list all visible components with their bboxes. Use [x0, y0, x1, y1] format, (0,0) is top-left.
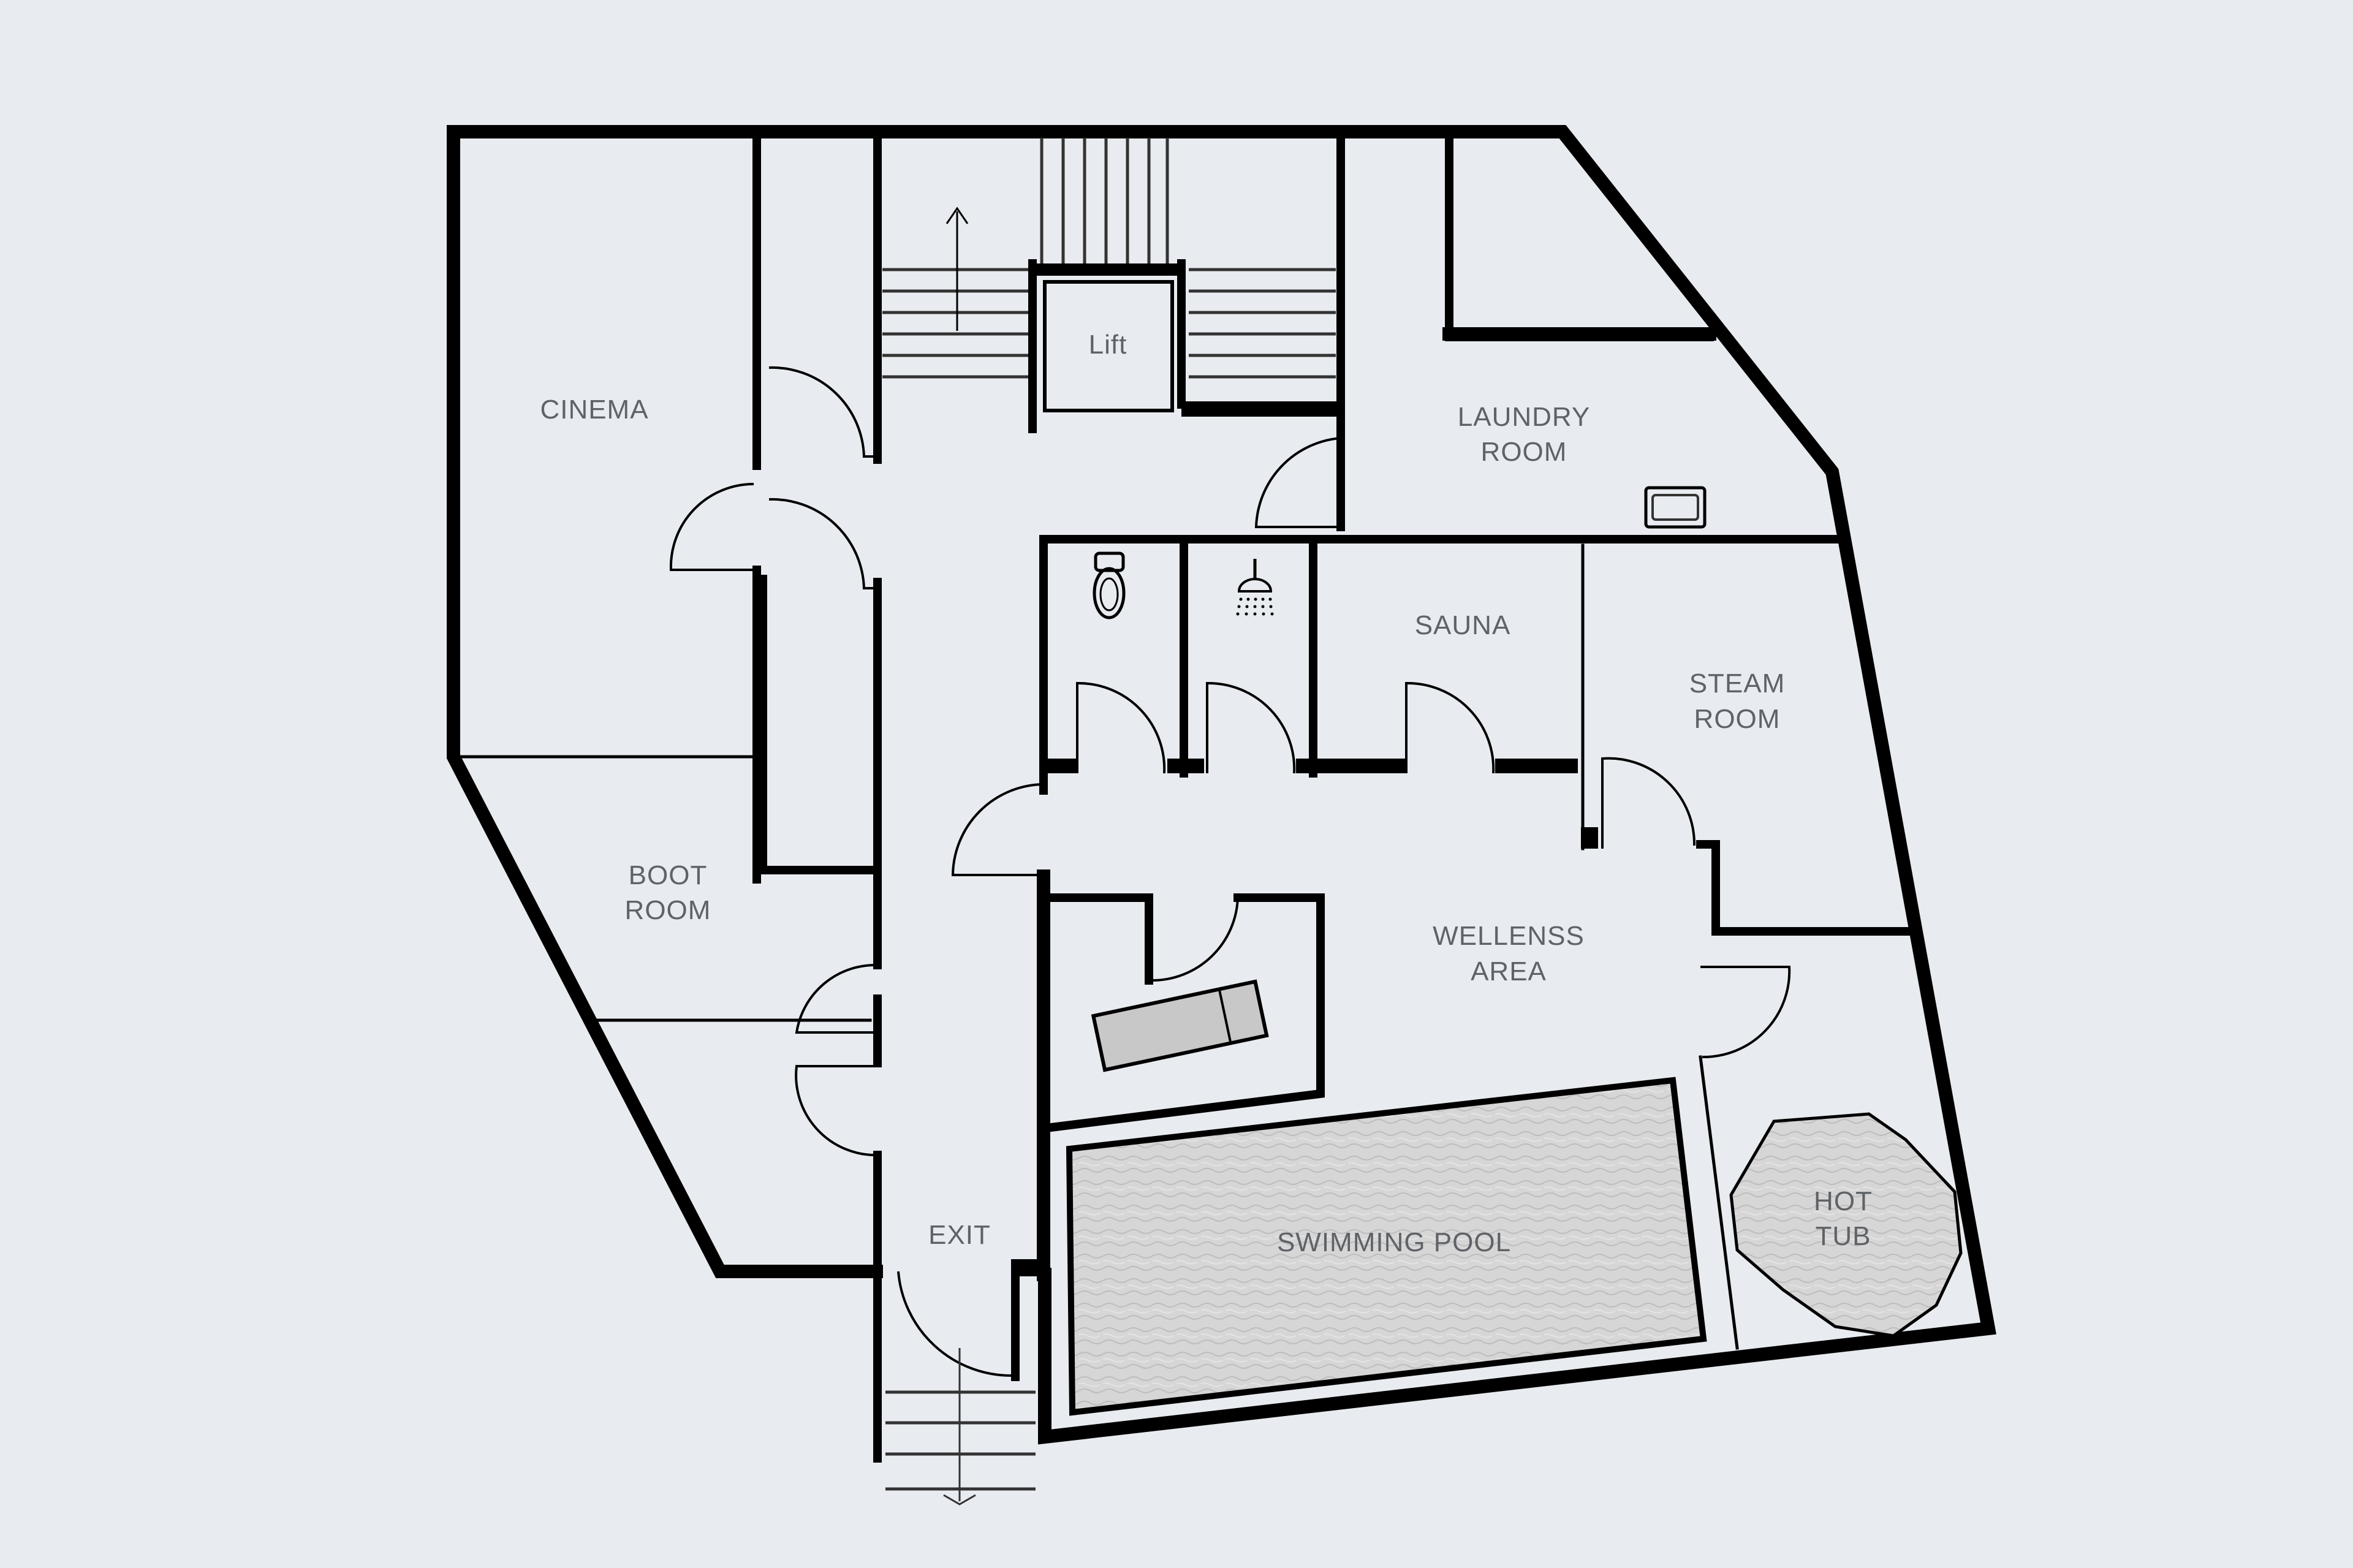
boot-room-door-lower[interactable]	[795, 1065, 878, 1157]
exit-door[interactable]	[897, 1271, 1013, 1377]
stairs-up-arrow-icon	[945, 206, 969, 331]
laundry-room: LAUNDRY ROOM	[1254, 134, 1716, 529]
lift-label: Lift	[1089, 330, 1127, 360]
hot-tub-area: HOT TUB	[1699, 966, 1963, 1350]
swimming-pool: SWIMMING POOL	[1066, 1077, 1707, 1416]
swimming-pool-label: SWIMMING POOL	[1277, 1227, 1511, 1257]
laundry-label-line1: LAUNDRY	[1458, 402, 1590, 432]
boot-room-label-line1: BOOT	[629, 860, 708, 890]
treatment-room-door[interactable]	[1151, 897, 1239, 982]
stairs-down-arrow-icon	[943, 1348, 976, 1506]
washing-machine-icon	[1644, 486, 1707, 529]
boot-room-door-upper[interactable]	[795, 963, 878, 1034]
hot-tub	[1729, 1112, 1963, 1338]
exit-area: EXIT	[885, 1220, 1045, 1506]
hot-tub-door[interactable]	[1700, 966, 1791, 1059]
hall-door-upper[interactable]	[768, 366, 877, 458]
hall-door-lower[interactable]	[768, 498, 877, 589]
shower-icon	[1236, 559, 1274, 616]
boot-room: BOOT ROOM	[596, 860, 882, 1463]
sun-lounger-icon	[1091, 979, 1269, 1072]
boot-room-label-line2: ROOM	[625, 895, 711, 925]
laundry-door[interactable]	[1254, 437, 1345, 528]
wellness-entry-door[interactable]	[951, 783, 1044, 876]
hot-tub-label-line1: HOT	[1814, 1186, 1873, 1216]
steam-room-label-line1: STEAM	[1689, 668, 1786, 699]
cinema-label: CINEMA	[540, 395, 648, 425]
treatment-room	[1037, 869, 1325, 1281]
exit-label: EXIT	[928, 1220, 991, 1250]
lift[interactable]	[1043, 280, 1174, 412]
corridor-walls	[759, 134, 882, 917]
steam-room-label-line2: ROOM	[1694, 704, 1781, 734]
wellness-area-label-line2: AREA	[1471, 956, 1547, 987]
cinema-door[interactable]	[669, 483, 754, 571]
toilet-door[interactable]	[1076, 681, 1166, 774]
sauna-label: SAUNA	[1415, 610, 1511, 640]
laundry-label-line2: ROOM	[1481, 437, 1567, 467]
steam-room-door[interactable]	[1601, 757, 1696, 849]
toilet-icon	[1093, 551, 1126, 619]
shower-door[interactable]	[1206, 681, 1296, 774]
outer-walls	[447, 125, 1996, 1445]
sauna-door[interactable]	[1405, 681, 1495, 774]
cinema-room: CINEMA	[455, 134, 761, 884]
stair-treads	[882, 138, 1336, 379]
wellness-walls	[951, 535, 1910, 936]
main-staircase: Lift	[882, 134, 1345, 531]
hot-tub-label-line2: TUB	[1816, 1221, 1871, 1251]
wellness-area-label-line1: WELLENSS	[1433, 921, 1585, 951]
